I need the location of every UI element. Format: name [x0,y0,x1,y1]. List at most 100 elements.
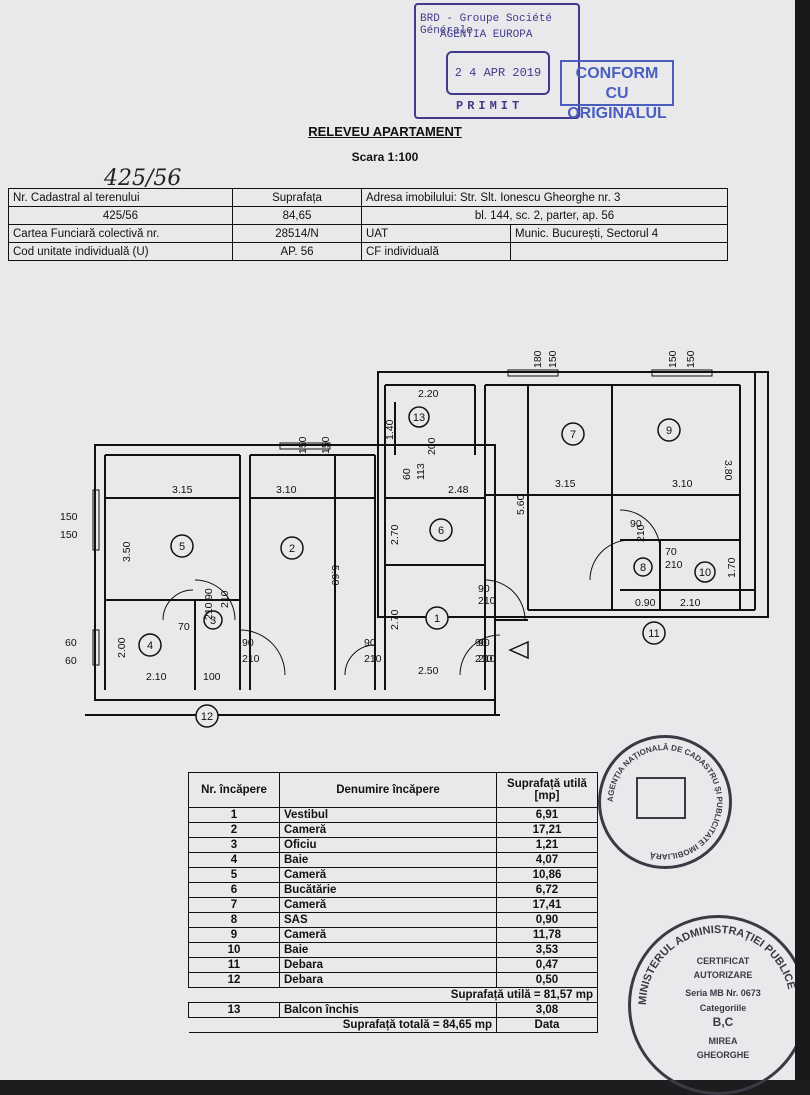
dim-label: 90 [475,637,487,649]
room-nr: 1 [188,807,280,823]
room-nr: 8 [188,912,280,928]
total-area: Suprafață totală = 84,65 mp [188,1017,497,1033]
room-nr: 6 [188,882,280,898]
ancpi-seal-graphic: AGENȚIA NAȚIONALĂ DE CADASTRU ȘI PUBLICI… [606,743,724,861]
room-7-label: 7 [570,429,576,441]
room-name: Balcon închis [279,1002,497,1018]
dim-label: 210 [203,602,215,620]
dim-label: 2.20 [418,388,439,400]
dim-label: 100 [203,671,221,683]
room-area: 3,53 [496,942,598,958]
info-row: 425/56 84,65 bl. 144, sc. 2, parter, ap.… [8,206,728,225]
date-label: Data [496,1017,598,1033]
info-cell: UAT [361,224,511,243]
document-scale: Scara 1:100 [351,150,419,164]
room-11-label: 11 [648,628,659,640]
info-cell: Adresa imobilului: Str. Slt. Ionescu Ghe… [361,188,728,207]
conform-original-stamp: CONFORM CU ORIGINALUL [560,60,674,122]
room-numbers: 1 2 3 4 5 6 7 8 9 10 11 12 13 [147,412,711,723]
dim-label: 2.70 [389,609,401,630]
info-row: Cod unitate individuală (U) AP. 56 CF in… [8,242,728,261]
room-area: 4,07 [496,852,598,868]
dim-label: 210 [242,653,260,665]
room-markers [138,406,716,728]
room-name: Bucătărie [279,882,497,898]
info-cell: Cod unitate individuală (U) [8,242,233,261]
dim-label: 0.90 [635,597,656,609]
room-nr: 7 [188,897,280,913]
stamp-bank-name: BRD - Groupe Société Générale [420,13,553,37]
room-area: 6,91 [496,807,598,823]
conform-line-1: CONFORM CU [575,65,659,102]
room-nr: 5 [188,867,280,883]
dim-label: 90 [203,588,215,600]
room-8-label: 8 [640,562,646,574]
room-nr: 4 [188,852,280,868]
room-12-label: 12 [201,711,213,723]
total-useful-area: Suprafață utilă = 81,57 mp [188,987,598,1003]
dim-label: 150 [60,529,78,541]
room-3-label: 3 [210,615,216,627]
dim-label: 150 [685,350,697,368]
room-9-label: 9 [666,425,672,437]
room-area: 6,72 [496,882,598,898]
bank-received-stamp: BRD - Groupe Société Générale AGENTIA EU… [414,3,580,119]
dim-label: 5.60 [329,565,341,586]
dim-label: 90 [478,637,490,649]
ancpi-seal: AGENȚIA NAȚIONALĂ DE CADASTRU ȘI PUBLICI… [598,735,732,869]
rooms-table-header: Nr. încăpere Denumire încăpere Suprafață… [188,772,598,808]
seal-line: Seria MB Nr. 0673 [685,988,761,998]
dim-label: 2.48 [448,484,469,496]
info-row: Nr. Cadastral al terenului Suprafața Adr… [8,188,728,207]
room-name: Oficiu [279,837,497,853]
dimension-labels: 2.20 1.40 150 150 180 150 150 150 3.15 3… [60,350,738,683]
background-edge [795,0,810,1080]
stamp-received: PRIMIT [456,99,524,113]
room-area: 17,41 [496,897,598,913]
dim-label: 2.10 [680,597,701,609]
room-2-label: 2 [289,543,295,555]
dim-label: 210 [475,653,493,665]
info-cell [510,242,728,261]
dim-label: 60 [401,468,413,480]
dim-label: 5.60 [515,494,527,515]
seal-line: AUTORIZARE [694,970,753,980]
room-area: 1,21 [496,837,598,853]
info-cell: Cartea Funciară colectivă nr. [8,224,233,243]
seal-line: MIREA [709,1036,739,1046]
info-cell: 28514/N [232,224,362,243]
dim-label: 90 [364,637,376,649]
dim-label: 1.40 [384,419,396,440]
dim-label: 3.10 [276,484,297,496]
dim-label: 150 [60,511,78,523]
room-area: 3,08 [496,1002,598,1018]
room-nr: 10 [188,942,280,958]
dim-label: 3.15 [555,478,576,490]
dim-label: 150 [297,436,309,454]
dim-label: 90 [630,518,642,530]
dim-label: 2.50 [418,665,439,677]
windows [92,369,713,666]
room-6-label: 6 [438,525,444,537]
room-name: Debara [279,972,497,988]
room-nr: 2 [188,822,280,838]
dim-label: 60 [65,637,77,649]
room-area: 0,90 [496,912,598,928]
dim-label: 3.80 [722,460,734,481]
cadastral-info-table: Nr. Cadastral al terenului Suprafața Adr… [8,188,728,261]
dim-label: 113 [415,463,427,480]
plan-walls [85,371,769,716]
room-13-label: 13 [413,412,425,424]
ministry-seal-graphic: MINISTERUL ADMINISTRAȚIEI PUBLICE CERTIF… [637,924,797,1060]
dim-label: 90 [478,583,490,595]
conform-line-2: ORIGINALUL [567,105,667,122]
